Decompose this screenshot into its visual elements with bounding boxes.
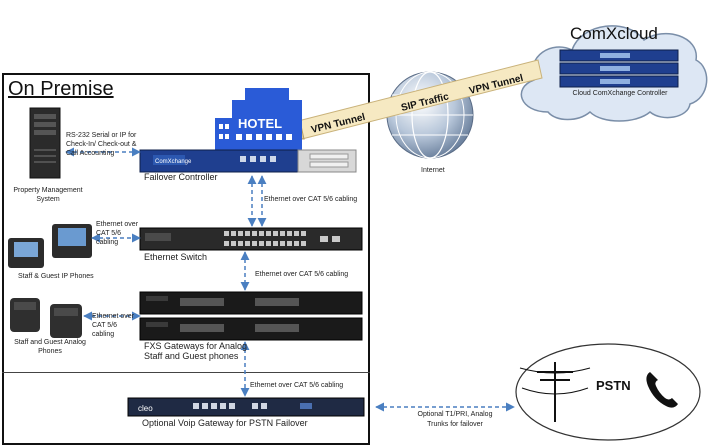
failover-controller-brand: ComXchange: [155, 159, 192, 165]
fxs-label-line1: FXS Gateways for Analog: [144, 341, 248, 351]
failover-controller-label: Failover Controller: [144, 172, 218, 182]
voip-gateway-device: [127, 397, 365, 417]
voip-gateway-label: Optional Voip Gateway for PSTN Failover: [142, 418, 308, 428]
cloud-controller-servers: [559, 49, 679, 88]
fxs-label-line2: Staff and Guest phones: [144, 351, 239, 361]
pstn-link-label-line1: Optional T1/PRI, Analog: [417, 411, 493, 418]
fxs-gateway-devices: [139, 291, 363, 341]
cloud-title: ComXcloud: [570, 24, 658, 43]
fxs-gateway-link-label: Ethernet over CAT 5/6 cabling: [250, 382, 344, 389]
ethernet-switch-label: Ethernet Switch: [144, 252, 208, 262]
hotel-building-icon: [215, 88, 302, 150]
switch-fxs-link-label: Ethernet over CAT 5/6 cabling: [255, 271, 349, 278]
on-premise-divider: [2, 372, 370, 373]
pms-label: Property Management System: [13, 187, 83, 203]
voip-gateway-brand: cleo: [138, 404, 153, 413]
ip-phones-label: Staff & Guest IP Phones: [18, 273, 94, 280]
on-premise-boundary: [2, 73, 370, 445]
pstn-link-label-line2: Trunks for failover: [427, 421, 483, 428]
pstn-oval: [515, 343, 701, 441]
utility-pole-icon: [519, 362, 591, 422]
controller-switch-link-label: Ethernet over CAT 5/6 cabling: [264, 196, 358, 203]
dashed-links: [65, 147, 515, 412]
pms-link-label: RS-232 Serial or IP for Check-In/ Check-…: [66, 132, 137, 157]
failover-controller-device: [139, 149, 357, 173]
analog-phones-label: Staff and Guest Analog Phones: [14, 339, 86, 355]
ip-phones-icon: [8, 224, 92, 268]
hotel-sign: HOTEL: [238, 116, 282, 131]
analog-phones-link-label: Ethernet over CAT 5/6 cabling: [92, 313, 135, 338]
on-premise-title: On Premise: [8, 78, 114, 100]
pms-server-icon: [29, 107, 61, 179]
pstn-label: PSTN: [596, 378, 631, 393]
ethernet-switch-device: [139, 227, 363, 251]
analog-phones-icon: [10, 298, 82, 338]
phone-handset-icon: [646, 372, 678, 408]
ip-phones-link-label: Ethernet over CAT 5/6 cabling: [96, 221, 139, 246]
cloud-caption: Cloud ComXchange Controller: [572, 90, 668, 97]
internet-label: Internet: [421, 167, 445, 174]
